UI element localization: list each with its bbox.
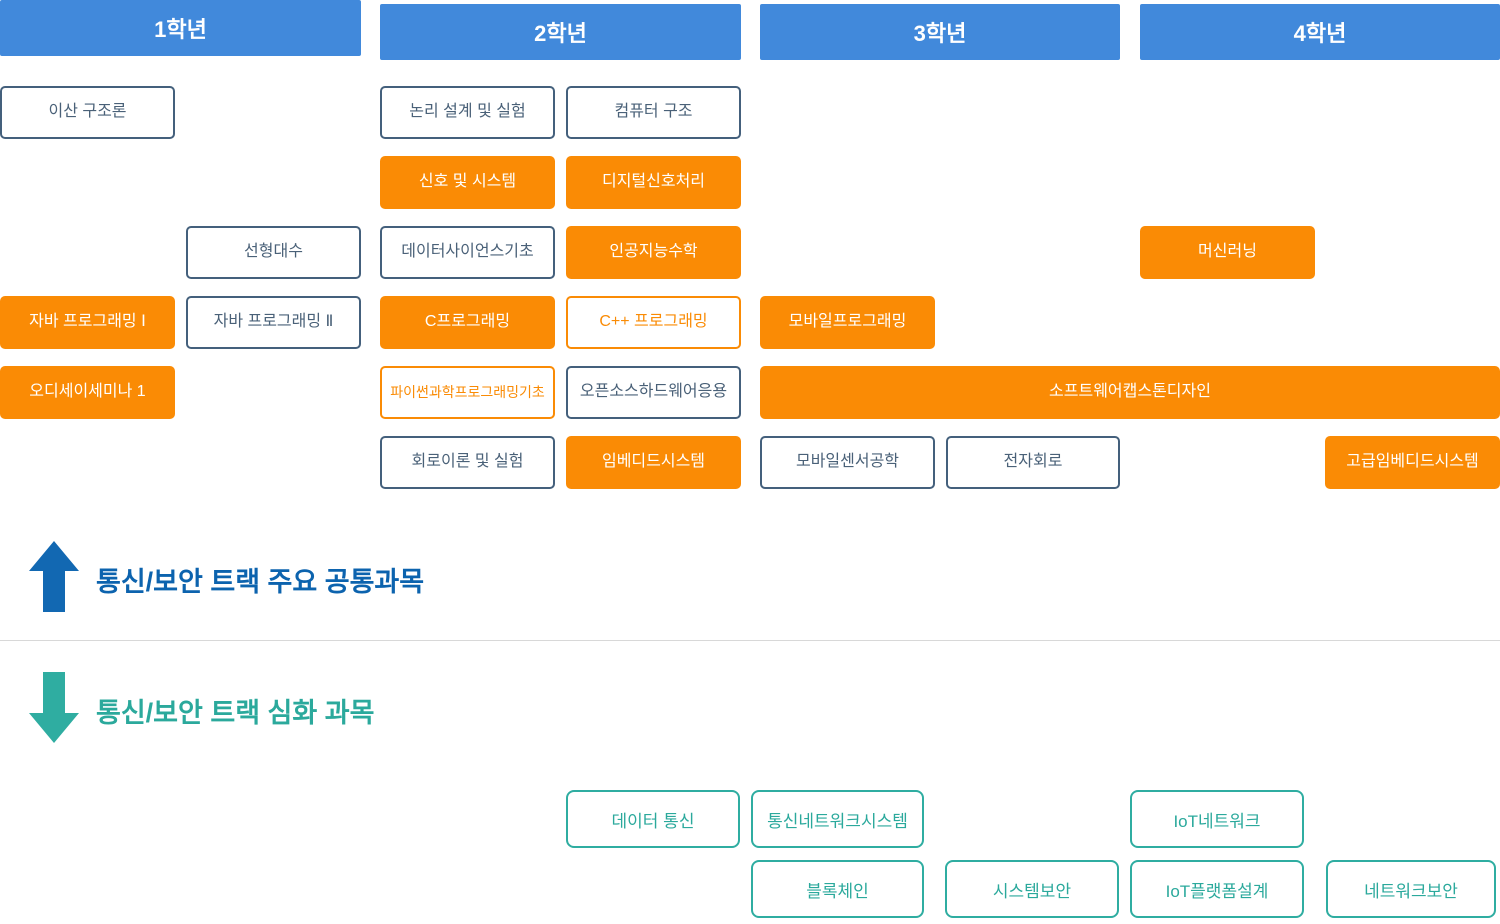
course-box: 자바 프로그래밍 Ⅰ — [0, 296, 175, 349]
advanced-course-box: 시스템보안 — [945, 860, 1119, 918]
common-track-label: 통신/보안 트랙 주요 공통과목 — [96, 567, 425, 597]
course-box: 오픈소스하드웨어응용 — [566, 366, 741, 419]
down-arrow-icon — [29, 672, 79, 748]
advanced-course-box: IoT플랫폼설계 — [1130, 860, 1304, 918]
course-box: 모바일센서공학 — [760, 436, 935, 489]
section-divider — [0, 640, 1500, 641]
course-box: 디지털신호처리 — [566, 156, 741, 209]
course-box: 전자회로 — [946, 436, 1120, 489]
course-box: 오디세이세미나 1 — [0, 366, 175, 419]
advanced-course-box: 통신네트워크시스템 — [751, 790, 924, 848]
course-box: C프로그래밍 — [380, 296, 555, 349]
grade-header-year2: 2학년 — [380, 4, 741, 60]
course-box: 논리 설계 및 실험 — [380, 86, 555, 139]
course-box: 파이썬과학프로그래밍기초 — [380, 366, 555, 419]
grade-header-year1: 1학년 — [0, 0, 361, 56]
course-box: 이산 구조론 — [0, 86, 175, 139]
course-box: 소프트웨어캡스톤디자인 — [760, 366, 1500, 419]
course-box: C++ 프로그래밍 — [566, 296, 741, 349]
advanced-course-box: 데이터 통신 — [566, 790, 740, 848]
advanced-course-box: IoT네트워크 — [1130, 790, 1304, 848]
advanced-course-box: 블록체인 — [751, 860, 924, 918]
course-box: 선형대수 — [186, 226, 361, 279]
course-box: 컴퓨터 구조 — [566, 86, 741, 139]
grade-header-year3: 3학년 — [760, 4, 1120, 60]
course-box: 모바일프로그래밍 — [760, 296, 935, 349]
up-arrow-icon — [29, 541, 79, 617]
course-box: 자바 프로그래밍 Ⅱ — [186, 296, 361, 349]
course-box: 회로이론 및 실험 — [380, 436, 555, 489]
course-box: 머신러닝 — [1140, 226, 1315, 279]
course-box: 신호 및 시스템 — [380, 156, 555, 209]
course-box: 인공지능수학 — [566, 226, 741, 279]
course-box: 임베디드시스템 — [566, 436, 741, 489]
grade-header-year4: 4학년 — [1140, 4, 1500, 60]
course-box: 데이터사이언스기초 — [380, 226, 555, 279]
advanced-track-label: 통신/보안 트랙 심화 과목 — [96, 698, 375, 728]
advanced-course-box: 네트워크보안 — [1326, 860, 1496, 918]
course-box: 고급임베디드시스템 — [1325, 436, 1500, 489]
